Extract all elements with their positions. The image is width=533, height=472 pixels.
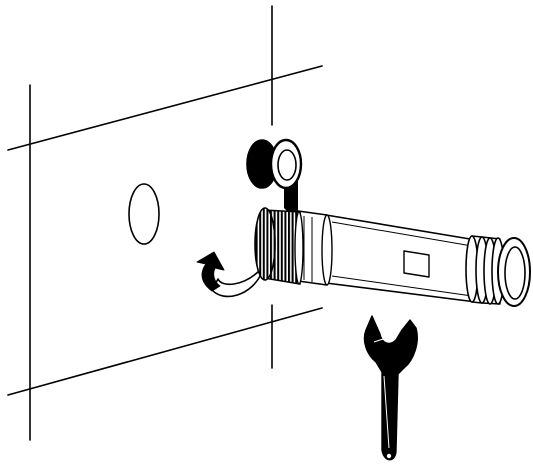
thread-icon: [254, 207, 304, 285]
wall-panel: [7, 5, 323, 441]
wrench-icon: [363, 315, 418, 461]
wrench-hang-hole: [386, 453, 392, 459]
hole-icon: [128, 183, 160, 245]
wall-top-edge: [7, 65, 323, 151]
pipe-fitting-icon: [254, 207, 531, 307]
seal-ring-icon: [246, 138, 303, 213]
fitting-end-rings: [465, 235, 531, 307]
rotate-arrow-icon: [196, 251, 263, 298]
wall-bottom-edge: [7, 307, 323, 396]
fitting-window: [403, 250, 430, 278]
